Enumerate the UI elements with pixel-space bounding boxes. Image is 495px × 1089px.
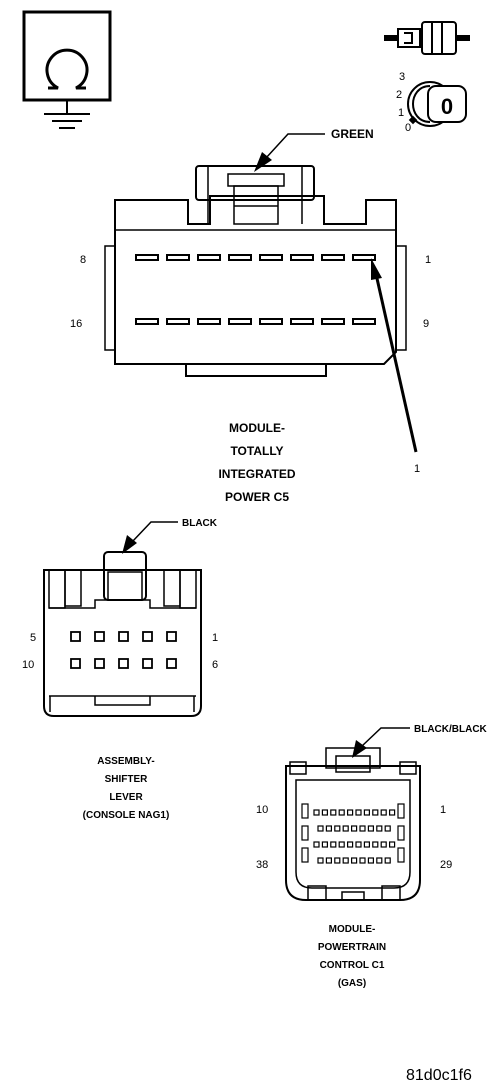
pcm-connector bbox=[285, 747, 421, 901]
c5-wire-color-leader bbox=[254, 133, 325, 172]
pcm-pin-cavity bbox=[359, 825, 366, 832]
svg-text:POWER C5: POWER C5 bbox=[225, 490, 289, 504]
pcm-pin-cavity bbox=[351, 825, 358, 832]
pcm-pin-cavity bbox=[321, 841, 328, 848]
shifter-connector bbox=[43, 551, 202, 717]
svg-text:(GAS): (GAS) bbox=[338, 978, 366, 989]
svg-text:MODULE-: MODULE- bbox=[229, 421, 285, 435]
pcm-pin-cavity bbox=[384, 825, 391, 832]
pcm-pin-cavity bbox=[380, 841, 387, 848]
pcm-pin-cavity bbox=[351, 857, 358, 864]
pcm-pin-cavity bbox=[313, 841, 320, 848]
ohmmeter-ground-icon bbox=[22, 10, 112, 129]
c5-callout-number: 1 bbox=[414, 463, 420, 475]
c5-wire-color: GREEN bbox=[331, 127, 374, 141]
svg-text:INTEGRATED: INTEGRATED bbox=[218, 467, 295, 481]
pcm-pin-cavity bbox=[334, 825, 341, 832]
svg-text:MODULE-: MODULE- bbox=[329, 924, 376, 935]
pcm-pin-cavity bbox=[355, 809, 362, 816]
c5-pin-label-top-left: 8 bbox=[80, 254, 86, 266]
shifter-wire-color: BLACK bbox=[182, 518, 218, 529]
pcm-side-cavity bbox=[301, 847, 309, 863]
pcm-pin-cavity bbox=[389, 809, 396, 816]
pcm-pin-cavity bbox=[317, 857, 324, 864]
ignition-pos-0: 0 bbox=[405, 122, 411, 134]
pcm-pin-cavity bbox=[325, 857, 332, 864]
ignition-key-label: 0 bbox=[441, 94, 453, 119]
shifter-pin-label-bottom-left: 10 bbox=[22, 659, 34, 671]
pcm-pin-field bbox=[301, 803, 405, 864]
pcm-pin-cavity bbox=[338, 809, 345, 816]
shifter-title: ASSEMBLY- SHIFTER LEVER (CONSOLE NAG1) bbox=[83, 756, 170, 821]
pcm-title: MODULE- POWERTRAIN CONTROL C1 (GAS) bbox=[318, 924, 386, 989]
pcm-pin-cavity bbox=[325, 825, 332, 832]
pcm-pin-cavity bbox=[372, 809, 379, 816]
shifter-pin-label-top-left: 5 bbox=[30, 632, 36, 644]
pcm-pin-cavity bbox=[372, 841, 379, 848]
pcm-wire-color: BLACK/BLACK bbox=[414, 724, 488, 735]
svg-text:TOTALLY: TOTALLY bbox=[230, 444, 283, 458]
c5-pin-label-top-right: 1 bbox=[425, 254, 431, 266]
pcm-pin-cavity bbox=[321, 809, 328, 816]
ignition-pos-1: 1 bbox=[398, 107, 404, 119]
pcm-pin-label-top-right: 1 bbox=[440, 804, 446, 816]
pcm-wire-color-leader bbox=[352, 727, 410, 758]
pcm-side-cavity bbox=[301, 803, 309, 819]
pcm-pin-cavity bbox=[334, 857, 341, 864]
c5-connector bbox=[104, 165, 407, 377]
ignition-switch-icon: 3 2 1 0 0 bbox=[396, 71, 467, 134]
svg-text:LEVER: LEVER bbox=[109, 792, 143, 803]
pcm-pin-cavity bbox=[367, 825, 374, 832]
pcm-pin-cavity bbox=[342, 857, 349, 864]
pcm-pin-cavity bbox=[376, 857, 383, 864]
pcm-pin-cavity bbox=[380, 809, 387, 816]
pcm-pin-cavity bbox=[338, 841, 345, 848]
c5-pin-row-bottom bbox=[135, 318, 376, 325]
pcm-pin-cavity bbox=[384, 857, 391, 864]
pcm-pin-cavity bbox=[347, 809, 354, 816]
shifter-pin-label-bottom-right: 6 bbox=[212, 659, 218, 671]
pcm-side-cavity bbox=[397, 847, 405, 863]
pcm-pin-cavity bbox=[330, 809, 337, 816]
svg-text:CONTROL C1: CONTROL C1 bbox=[320, 960, 385, 971]
pcm-pin-cavity bbox=[317, 825, 324, 832]
shifter-pin-row-top bbox=[70, 631, 177, 642]
figure-id: 81d0c1f6 bbox=[406, 1067, 472, 1084]
pcm-pin-cavity bbox=[363, 841, 370, 848]
svg-text:(CONSOLE NAG1): (CONSOLE NAG1) bbox=[83, 810, 170, 821]
c5-callout-arrow bbox=[371, 258, 418, 453]
svg-text:SHIFTER: SHIFTER bbox=[105, 774, 149, 785]
pcm-side-cavity bbox=[397, 825, 405, 841]
ignition-pos-3: 3 bbox=[399, 71, 405, 83]
pcm-pin-cavity bbox=[376, 825, 383, 832]
pcm-pin-cavity bbox=[355, 841, 362, 848]
pcm-pin-cavity bbox=[330, 841, 337, 848]
connector-probe-icon bbox=[384, 21, 470, 55]
c5-pin-label-bottom-right: 9 bbox=[423, 318, 429, 330]
pcm-pin-cavity bbox=[342, 825, 349, 832]
ignition-pos-2: 2 bbox=[396, 89, 402, 101]
pcm-pin-label-bottom-left: 38 bbox=[256, 859, 268, 871]
shifter-pin-row-bottom bbox=[70, 658, 177, 669]
pcm-side-cavity bbox=[301, 825, 309, 841]
pcm-pin-cavity bbox=[363, 809, 370, 816]
pcm-side-cavity bbox=[397, 803, 405, 819]
svg-text:POWERTRAIN: POWERTRAIN bbox=[318, 942, 386, 953]
shifter-pin-label-top-right: 1 bbox=[212, 632, 218, 644]
pcm-pin-label-bottom-right: 29 bbox=[440, 859, 452, 871]
c5-pin-row-top bbox=[135, 254, 376, 261]
pcm-pin-cavity bbox=[359, 857, 366, 864]
shifter-wire-color-leader bbox=[122, 521, 178, 554]
pcm-pin-cavity bbox=[313, 809, 320, 816]
pcm-pin-label-top-left: 10 bbox=[256, 804, 268, 816]
pcm-pin-cavity bbox=[389, 841, 396, 848]
c5-pin-label-bottom-left: 16 bbox=[70, 318, 82, 330]
svg-text:ASSEMBLY-: ASSEMBLY- bbox=[97, 756, 154, 767]
pcm-pin-cavity bbox=[367, 857, 374, 864]
c5-title: MODULE- TOTALLY INTEGRATED POWER C5 bbox=[218, 421, 295, 504]
pcm-pin-cavity bbox=[347, 841, 354, 848]
